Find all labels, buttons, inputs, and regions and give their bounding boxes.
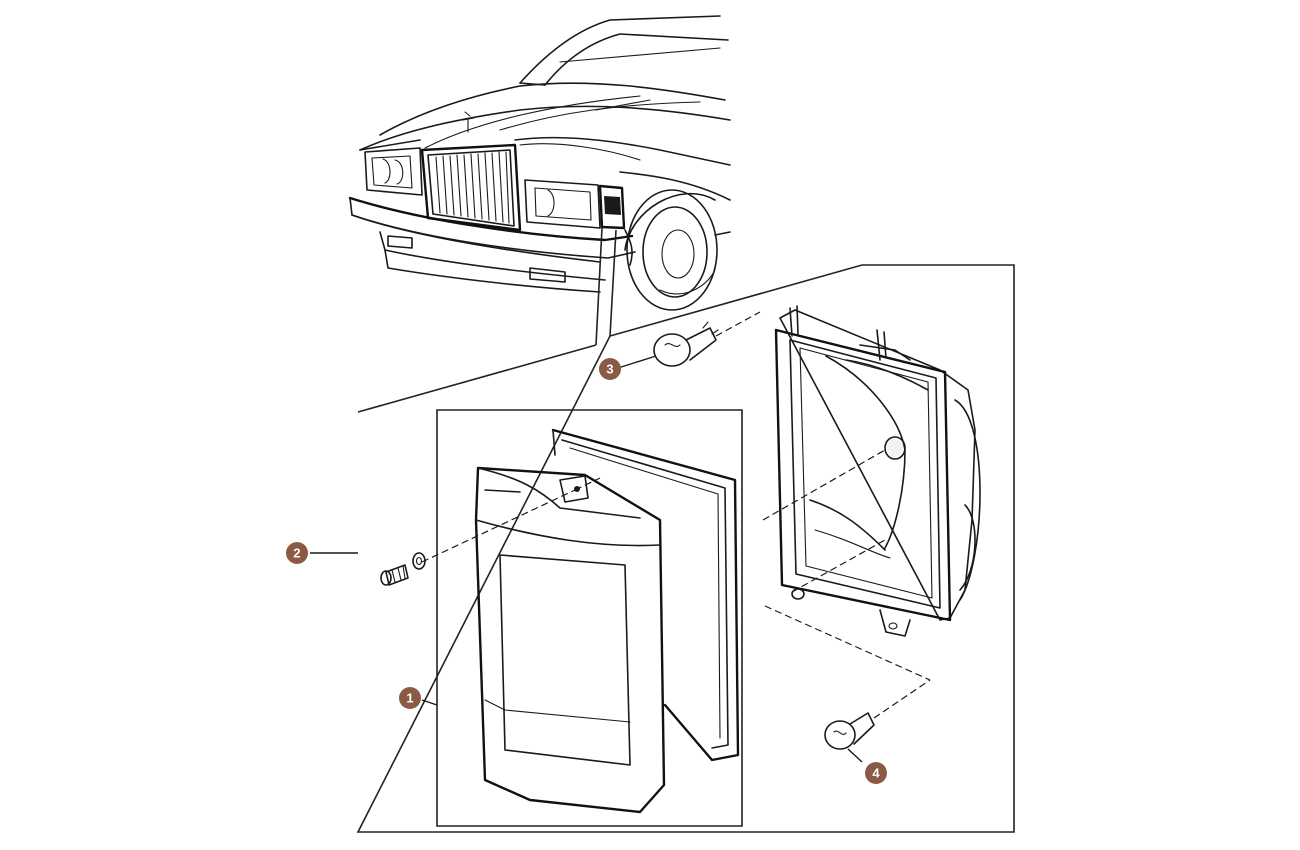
- callout-1[interactable]: 1: [399, 687, 421, 709]
- lamp-lens: [421, 428, 740, 814]
- callout-4-label: 4: [872, 766, 880, 781]
- lamp-housing: [762, 305, 981, 637]
- callout-3[interactable]: 3: [599, 358, 621, 380]
- car-illustration: [348, 15, 731, 346]
- screw-and-washer: [380, 552, 426, 586]
- callout-1-label: 1: [406, 691, 413, 706]
- callout-4[interactable]: 4: [865, 762, 887, 784]
- callout-2[interactable]: 2: [286, 542, 308, 564]
- exploded-view-frame: [356, 264, 1015, 833]
- callout-3-label: 3: [606, 362, 613, 377]
- bulb-3: [617, 311, 761, 369]
- callout-1-leader: [421, 699, 438, 706]
- bulb-4: [764, 605, 931, 763]
- callout-2-label: 2: [293, 546, 300, 561]
